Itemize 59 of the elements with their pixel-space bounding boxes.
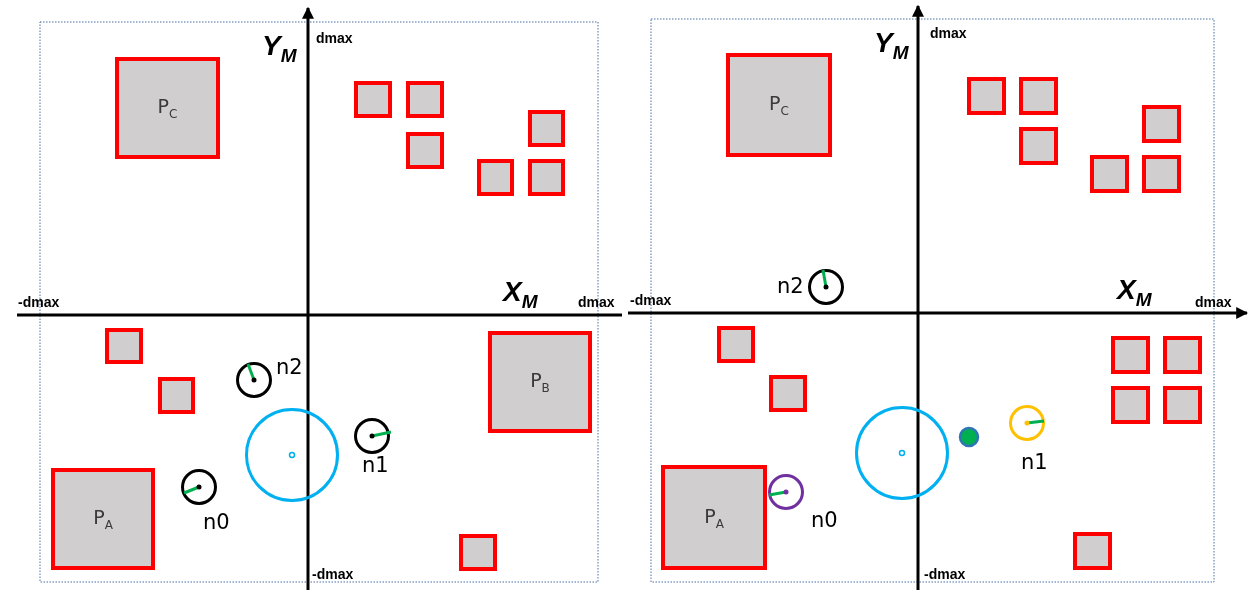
range-circle [244,407,340,503]
obstacle-box [726,53,832,157]
robot-circle [1008,404,1046,442]
obstacle-square [477,159,514,196]
axis-title: Y$_{M}$ [262,30,297,67]
obstacle-square [769,375,807,412]
obstacle-square [1142,105,1181,143]
obstacle-label: P$_{B}$ [530,369,550,395]
robot-circle [235,361,273,399]
obstacle-square [1111,336,1150,374]
axis-title: X$_{M}$ [503,276,538,313]
range-circle [854,405,950,501]
obstacle-square [528,159,565,196]
robot-circle [180,468,218,506]
obstacle-label: P$_{C}$ [157,95,178,121]
axis-limit: -dmax [18,294,60,310]
axis-limit: dmax [930,25,967,41]
target-dot [957,425,981,449]
obstacle-square [1019,127,1058,165]
obstacle-square [1163,386,1202,424]
axis-limit: -dmax [630,292,672,308]
obstacle-square [1111,386,1150,424]
obstacle-label: P$_{A}$ [704,504,724,531]
obstacle-box [115,57,220,159]
axis-limit: -dmax [924,566,966,582]
obstacle-box [661,465,767,570]
axis-limit: dmax [316,30,353,46]
obstacle-square [1019,77,1058,115]
obstacle-square [1142,155,1181,193]
node-label: n0 [203,510,230,534]
axis-limit: dmax [1195,294,1232,310]
obstacle-square [459,534,497,571]
obstacle-square [1090,155,1129,193]
node-label: n2 [276,355,303,379]
obstacle-square [717,326,755,363]
robot-circle [767,473,805,511]
obstacle-square [528,110,565,147]
obstacle-square [105,328,143,364]
obstacle-box [488,331,592,433]
obstacle-square [406,132,444,169]
obstacle-square [967,77,1006,115]
axis-limit: dmax [578,294,615,310]
obstacle-square [406,81,444,118]
obstacle-square [158,377,195,414]
obstacle-box [51,468,155,570]
axis-title: X$_{M}$ [1117,274,1152,311]
robot-circle [807,268,845,306]
obstacle-label: P$_{A}$ [93,506,113,532]
obstacle-square [1163,336,1202,374]
robot-circle [353,417,391,455]
node-label: n0 [811,508,838,532]
node-label: n2 [777,274,804,298]
obstacle-square [1073,532,1112,570]
axis-title: Y$_{M}$ [874,27,909,64]
obstacle-square [354,81,392,118]
node-label: n1 [1021,450,1048,474]
obstacle-label: P$_{C}$ [769,92,789,118]
node-label: n1 [362,453,389,477]
axis-limit: -dmax [312,566,354,582]
